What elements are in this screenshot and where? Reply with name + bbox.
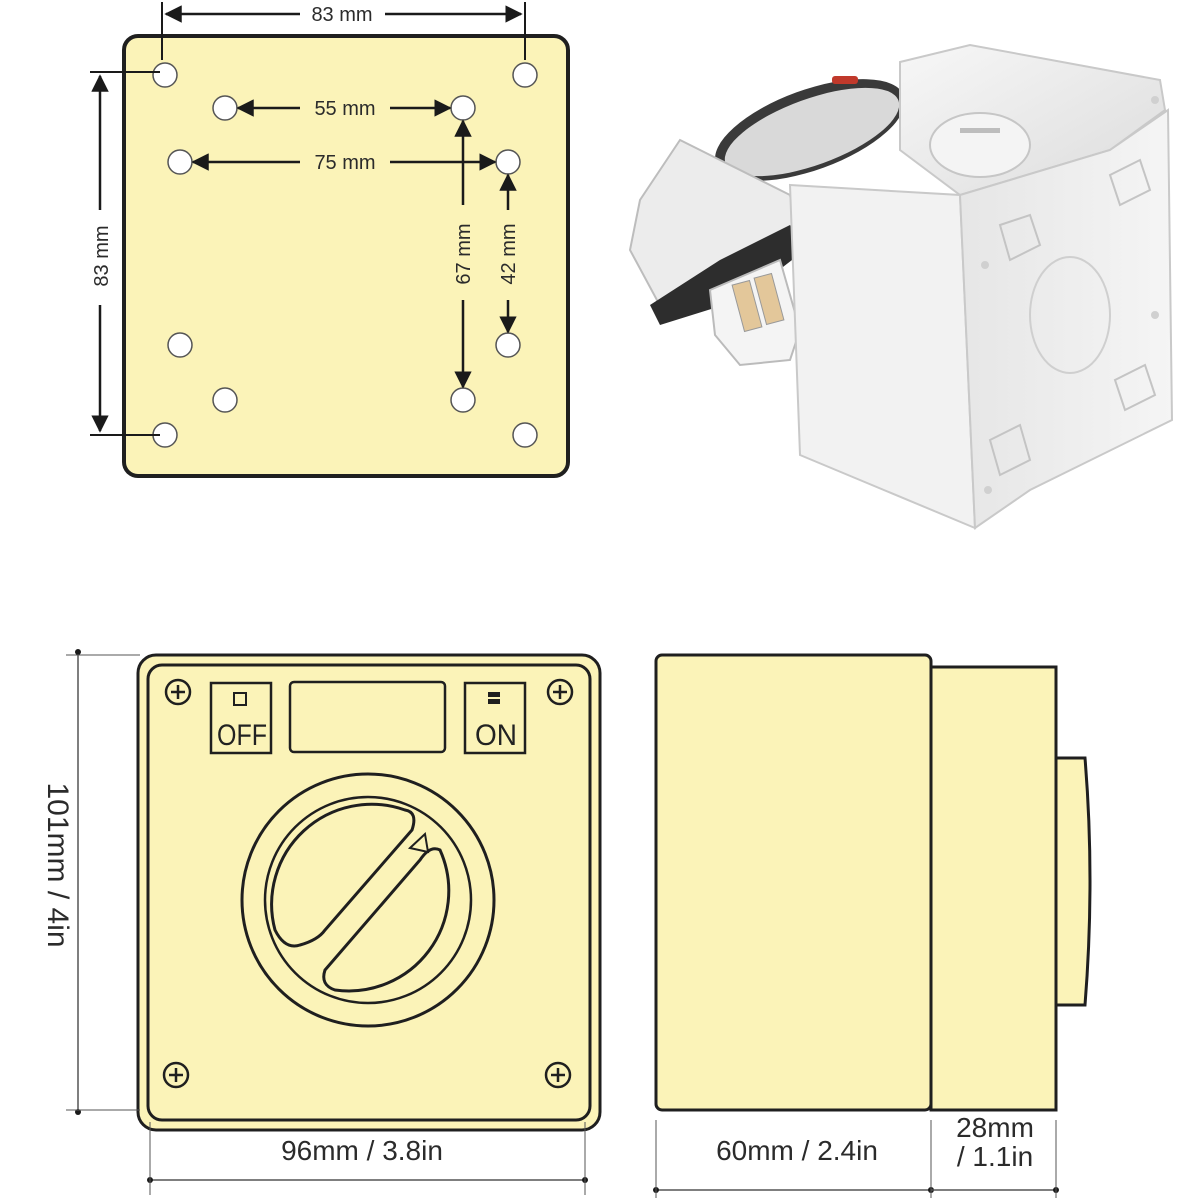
knob-grip-upper <box>270 802 416 948</box>
enclosure-photo <box>628 43 1174 530</box>
pointer-triangle-icon <box>407 831 430 854</box>
spacing-55-label: 55 mm <box>314 98 375 120</box>
depth-knob-label-line1: 28mm <box>956 1112 1034 1143</box>
hole <box>167 149 193 175</box>
side-knob-base <box>929 665 1058 1112</box>
spacing-75-label: 75 mm <box>314 152 375 174</box>
hole-top-left <box>152 62 178 88</box>
depth-body-label: 60mm / 2.4in <box>716 1135 878 1166</box>
off-label: OFF <box>217 719 267 752</box>
indicator-window <box>288 680 447 754</box>
hole-bottom-right <box>512 422 538 448</box>
plate-outline <box>122 34 570 478</box>
hole <box>495 332 521 358</box>
vertical-67-label: 67 mm <box>453 223 475 284</box>
height-label: 101mm / 4in <box>41 782 74 947</box>
side-knob <box>1054 756 1092 1007</box>
off-square-icon <box>233 692 247 706</box>
hole <box>212 95 238 121</box>
side-view: 60mm / 2.4in 28mm / 1.1in <box>653 653 1092 1198</box>
left-height-label: 83 mm <box>91 225 113 286</box>
hole <box>495 149 521 175</box>
mounting-plate: 83 mm 83 mm 55 mm 75 mm 67 mm 42 mm <box>90 2 570 478</box>
on-label: ON <box>475 719 517 752</box>
hole-top-right <box>512 62 538 88</box>
on-indicator <box>463 681 527 755</box>
hole <box>212 387 238 413</box>
knob-grip-lower <box>322 847 451 993</box>
vertical-42-label: 42 mm <box>498 223 520 284</box>
hole <box>167 332 193 358</box>
top-width-label: 83 mm <box>311 4 372 26</box>
rotary-knob <box>240 772 496 1028</box>
side-body <box>654 653 933 1112</box>
width-label: 96mm / 3.8in <box>281 1135 443 1166</box>
off-indicator <box>209 681 273 755</box>
front-view: OFF ON 101mm / 4in 96mm / 3.8in <box>41 649 602 1195</box>
hole <box>450 95 476 121</box>
screws <box>162 678 574 1089</box>
depth-knob-label-line2: / 1.1in <box>957 1141 1033 1172</box>
hole <box>450 387 476 413</box>
mounting-holes <box>152 62 538 448</box>
